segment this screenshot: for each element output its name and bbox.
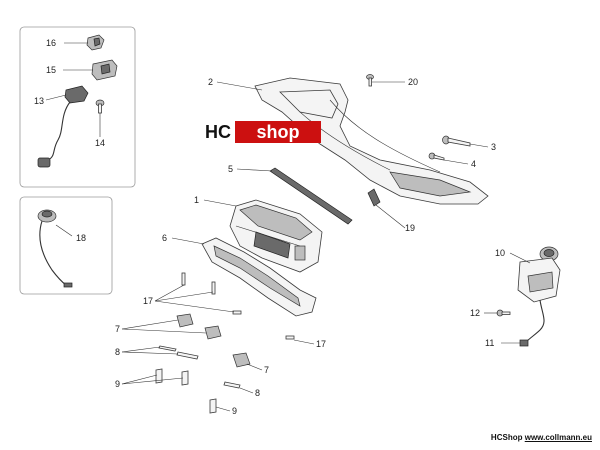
part-10-module <box>517 246 561 347</box>
part-1-instrument-cluster <box>229 199 323 273</box>
part-8-spacers <box>158 345 241 389</box>
part-3-bolt <box>442 135 471 147</box>
part-18-sensor <box>37 209 73 288</box>
callout-10: 10 <box>495 248 505 258</box>
inset-frame-sensor <box>19 196 113 295</box>
part-2-upper-cover <box>254 77 489 205</box>
callout-13: 13 <box>34 96 44 106</box>
callout-7-right: 7 <box>264 365 269 375</box>
logo-shop-text: shop <box>235 121 321 143</box>
callout-1: 1 <box>194 195 199 205</box>
hc-shop-logo: HC shop <box>203 121 321 143</box>
part-9-grommets <box>155 368 217 414</box>
logo-hc-text: HC <box>203 121 233 143</box>
callout-2: 2 <box>208 77 213 87</box>
leader-lines <box>45 42 531 412</box>
callout-5: 5 <box>228 164 233 174</box>
callout-17-right: 17 <box>316 339 326 349</box>
callout-9-right: 9 <box>232 406 237 416</box>
footer-credit: HCShop www.collmann.eu <box>491 433 592 442</box>
part-6-lower-housing <box>201 237 317 317</box>
part-4-screw <box>428 152 445 161</box>
part-14-screw <box>95 99 105 114</box>
part-19-clip <box>367 188 381 207</box>
footer-brand: HCShop <box>490 433 523 442</box>
callout-18: 18 <box>76 233 86 243</box>
callout-16: 16 <box>46 38 56 48</box>
callout-11: 11 <box>485 338 494 348</box>
callout-labels: 16 15 13 14 18 2 20 3 4 5 1 6 19 10 12 1… <box>34 38 505 416</box>
callout-17-left: 17 <box>143 296 153 306</box>
footer-site-link[interactable]: www.collmann.eu <box>524 433 592 442</box>
part-5-trim-strip <box>269 167 353 225</box>
callout-19: 19 <box>405 223 415 233</box>
callout-20: 20 <box>408 77 418 87</box>
callout-8-left: 8 <box>115 347 120 357</box>
part-16-clip <box>86 34 105 51</box>
callout-7-left: 7 <box>115 324 120 334</box>
callout-3: 3 <box>491 142 496 152</box>
part-17-pins <box>181 272 295 340</box>
part-7-rubber-blocks <box>176 313 251 368</box>
callout-6: 6 <box>162 233 167 243</box>
part-20-screw <box>366 74 374 87</box>
callout-14: 14 <box>95 138 105 148</box>
part-15-bracket <box>91 59 118 81</box>
callout-8-right: 8 <box>255 388 260 398</box>
part-13-sensor <box>37 85 89 168</box>
callout-12: 12 <box>470 308 480 318</box>
callout-15: 15 <box>46 65 56 75</box>
part-12-screw <box>496 309 511 317</box>
inset-frame-top-left <box>19 26 136 188</box>
callout-9-left: 9 <box>115 379 120 389</box>
callout-4: 4 <box>471 159 476 169</box>
